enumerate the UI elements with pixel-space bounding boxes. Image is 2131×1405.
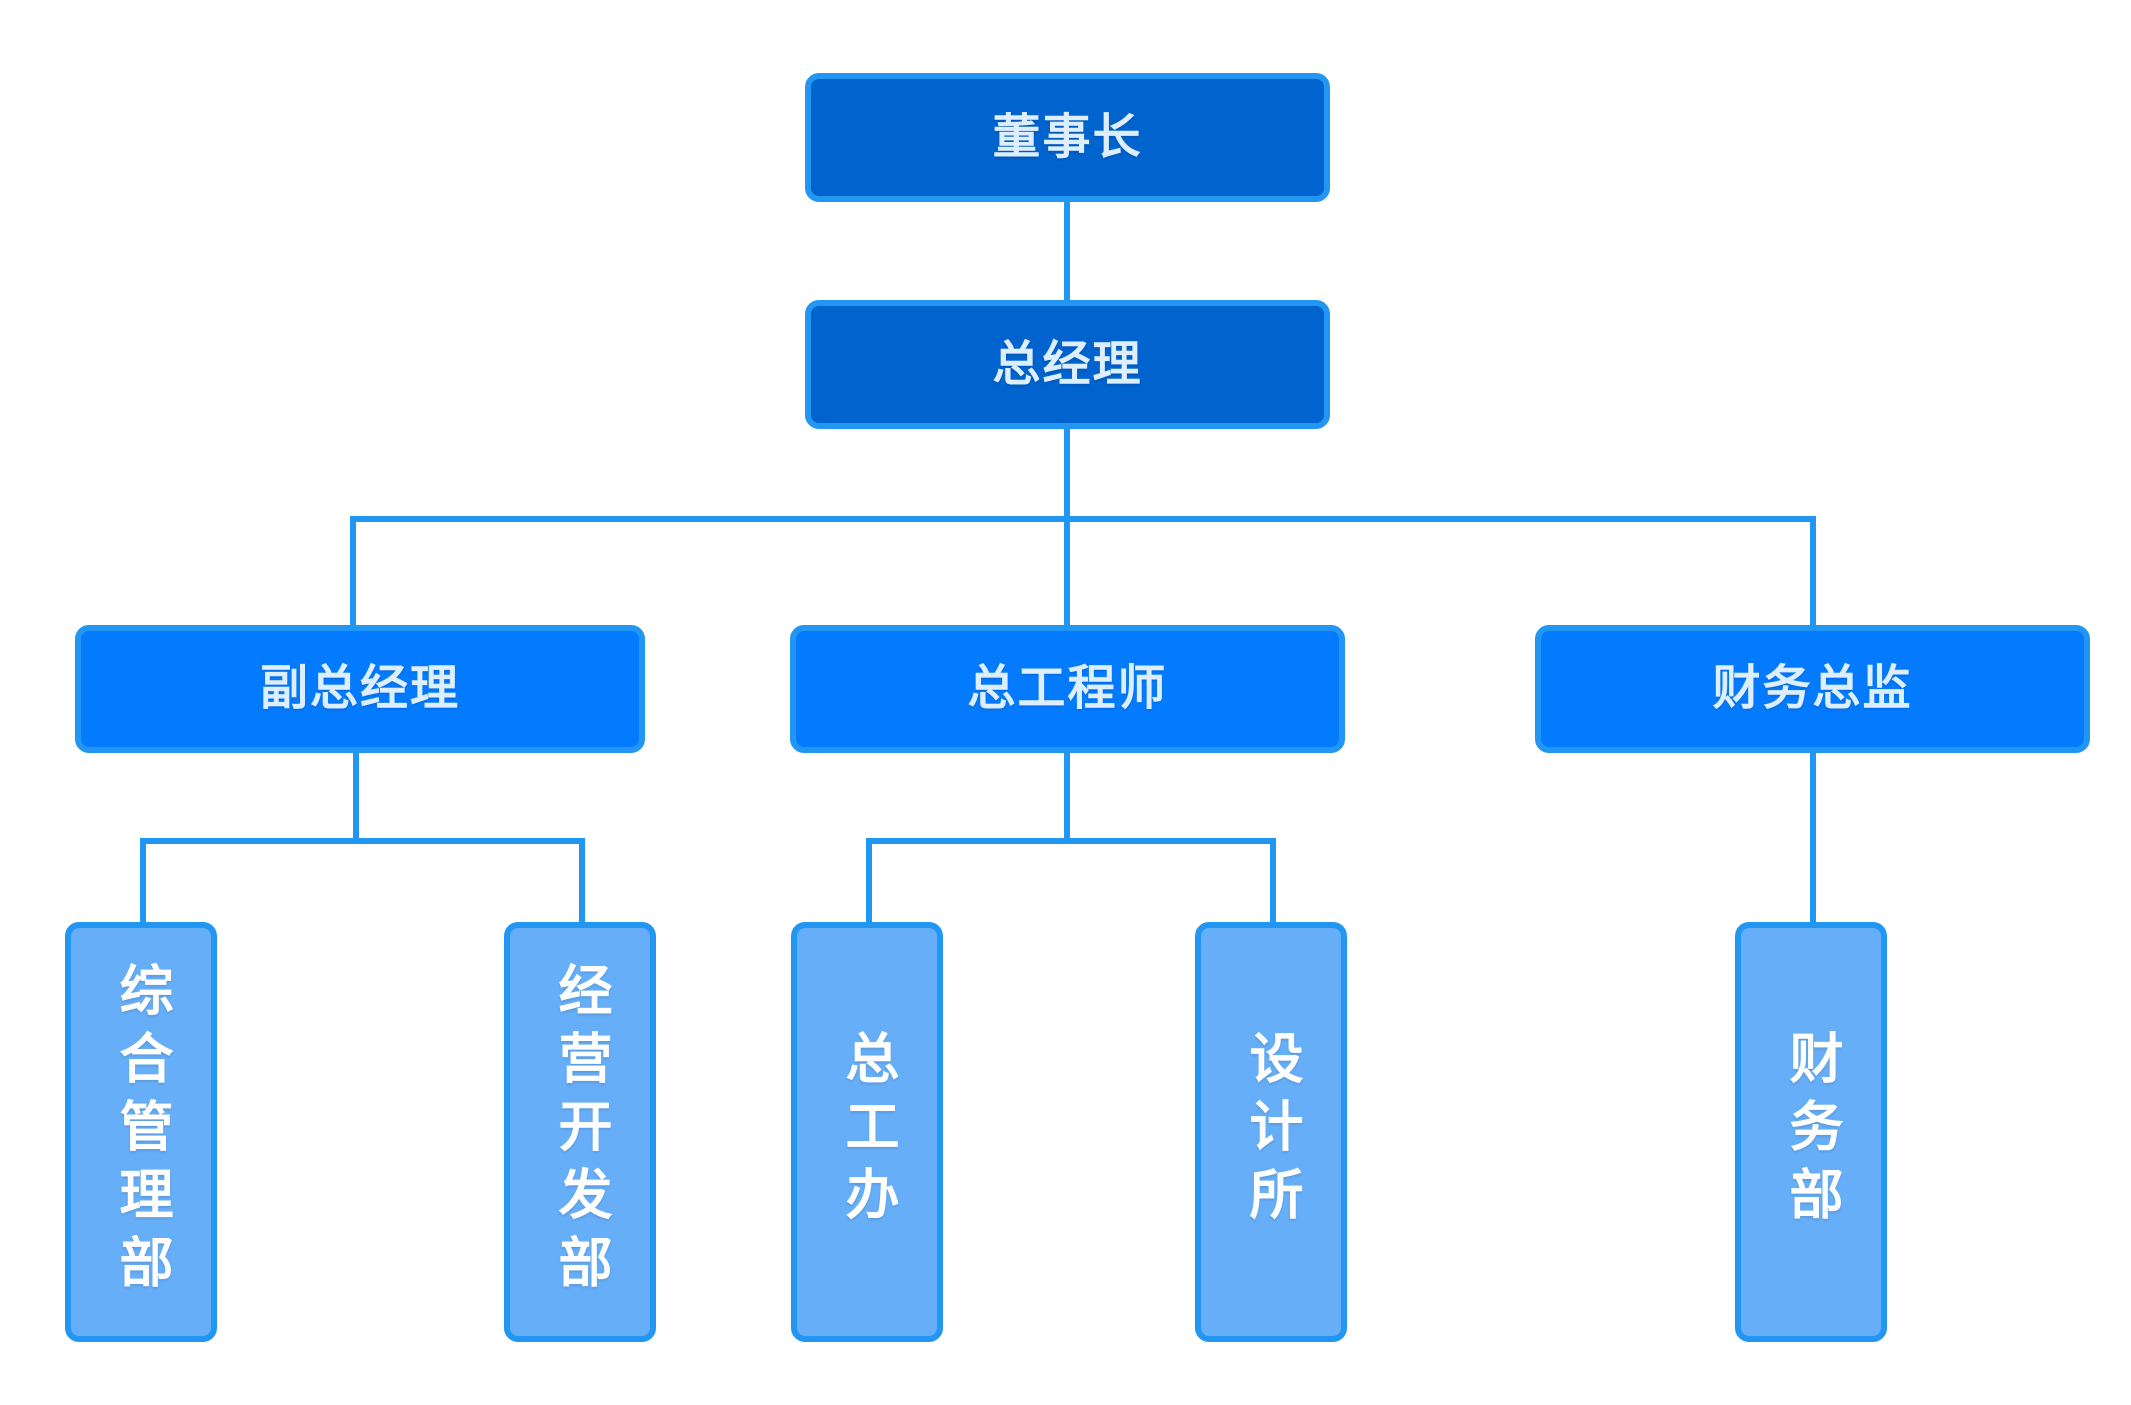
- connector-gm-drop: [1064, 428, 1070, 522]
- connector-deputy-gm-stem: [353, 752, 359, 842]
- node-chief-engineer-office-label: 总工办: [837, 1030, 897, 1234]
- node-business-dev-dept-label: 经营开发部: [550, 962, 610, 1302]
- connector-deputy-gm-bus: [140, 838, 585, 844]
- connector-chairman-to-gm: [1064, 200, 1070, 304]
- node-chief-engineer[interactable]: 总工程师: [790, 625, 1345, 753]
- connector-chief-engineer-stem: [1064, 752, 1070, 842]
- node-chairman[interactable]: 董事长: [805, 73, 1330, 202]
- connector-drop-design-institute: [1270, 838, 1276, 926]
- connector-chief-engineer-bus: [866, 838, 1276, 844]
- node-design-institute[interactable]: 设计所: [1195, 922, 1347, 1342]
- node-general-admin-dept-label: 综合管理部: [111, 962, 171, 1302]
- node-business-dev-dept[interactable]: 经营开发部: [504, 922, 656, 1342]
- node-general-admin-dept[interactable]: 综合管理部: [65, 922, 217, 1342]
- node-general-manager[interactable]: 总经理: [805, 300, 1330, 429]
- node-chief-engineer-office[interactable]: 总工办: [791, 922, 943, 1342]
- connector-drop-chief-engineer-office: [866, 838, 872, 926]
- node-finance-dept[interactable]: 财务部: [1735, 922, 1887, 1342]
- node-design-institute-label: 设计所: [1241, 1030, 1301, 1234]
- connector-drop-finance-dept: [1810, 752, 1816, 926]
- node-finance-director[interactable]: 财务总监: [1535, 625, 2090, 753]
- connector-drop-business-dev-dept: [579, 838, 585, 926]
- connector-drop-deputy-gm: [350, 516, 356, 628]
- node-finance-dept-label: 财务部: [1781, 1030, 1841, 1234]
- connector-drop-general-admin-dept: [140, 838, 146, 926]
- connector-drop-finance-director: [1810, 516, 1816, 628]
- connector-drop-chief-engineer: [1064, 516, 1070, 628]
- connector-level2-bus: [350, 516, 1816, 522]
- node-deputy-general-manager[interactable]: 副总经理: [75, 625, 645, 753]
